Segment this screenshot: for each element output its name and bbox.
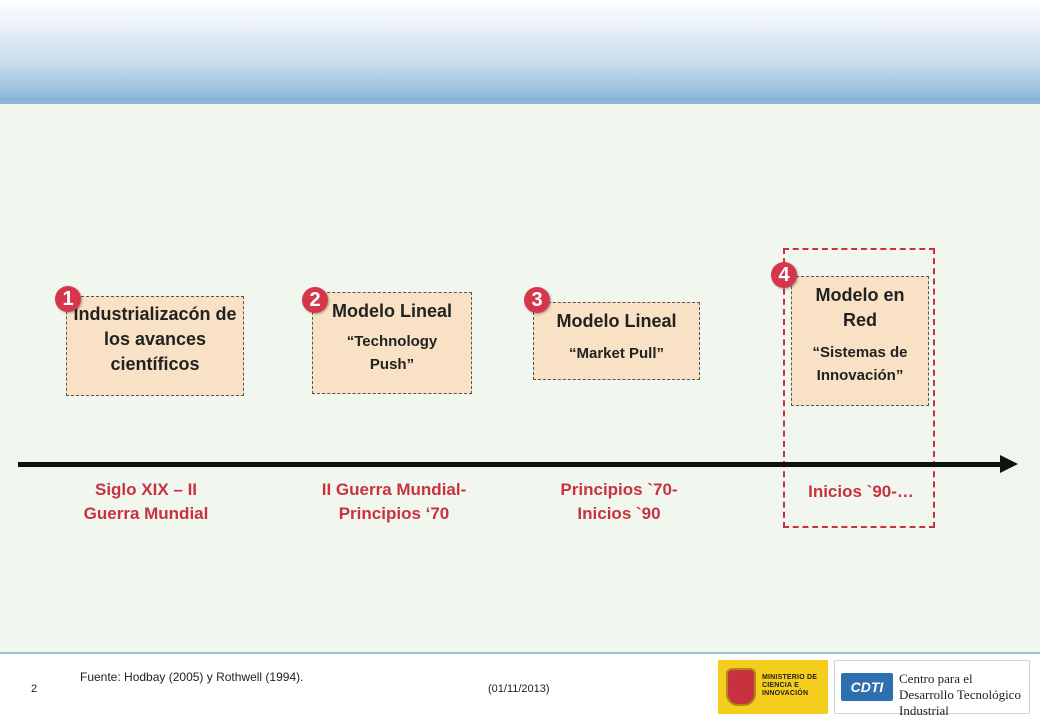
header-divider bbox=[0, 100, 1040, 104]
stage-1-badge: 1 bbox=[55, 286, 81, 312]
stage-2-title: Modelo Lineal bbox=[331, 301, 452, 321]
highlight-frame bbox=[783, 248, 935, 528]
stage-4-box: Modelo en Red “Sistemas de Innovación” bbox=[791, 276, 929, 406]
timeline-arrow bbox=[18, 462, 1004, 467]
stage-1-title: Industrializacón de los avances científi… bbox=[73, 304, 237, 374]
stage-2-subtitle: “Technology Push” bbox=[346, 333, 438, 373]
stage-4-badge: 4 bbox=[771, 262, 797, 288]
period-3: Principios `70- Inicios `90 bbox=[560, 480, 678, 523]
stage-2-box: Modelo Lineal “Technology Push” bbox=[312, 292, 472, 394]
page-number: 2 bbox=[31, 683, 38, 695]
slide-date: (01/11/2013) bbox=[488, 683, 550, 695]
source-note: Fuente: Hodbay (2005) y Rothwell (1994). bbox=[80, 670, 304, 684]
header-band bbox=[0, 0, 1040, 104]
stage-3-subtitle: “Market Pull” bbox=[568, 345, 665, 362]
period-1: Siglo XIX – II Guerra Mundial bbox=[83, 480, 209, 523]
timeline-arrowhead bbox=[1000, 455, 1018, 473]
stage-2-badge: 2 bbox=[302, 287, 328, 313]
period-4: Inicios `90-… bbox=[808, 482, 914, 501]
coat-of-arms-icon bbox=[726, 668, 756, 706]
stage-3-box: Modelo Lineal “Market Pull” bbox=[533, 302, 700, 380]
stage-1-box: Industrializacón de los avances científi… bbox=[66, 296, 244, 396]
cdti-logo: CDTI Centro para el Desarrollo Tecnológi… bbox=[834, 660, 1030, 718]
stage-3-title: Modelo Lineal bbox=[556, 311, 677, 331]
period-2: II Guerra Mundial- Principios ‘70 bbox=[321, 480, 467, 523]
ministry-logo-text: MINISTERIO DE CIENCIA E INNOVACIÓN bbox=[762, 674, 818, 697]
ministry-logo: MINISTERIO DE CIENCIA E INNOVACIÓN bbox=[718, 660, 828, 714]
stage-3-badge: 3 bbox=[524, 287, 550, 313]
stage-4-title: Modelo en Red bbox=[815, 285, 905, 330]
footer-divider bbox=[0, 652, 1040, 654]
stage-4-subtitle: “Sistemas de Innovación” bbox=[812, 344, 908, 384]
cdti-logo-mark: CDTI bbox=[841, 673, 893, 701]
cdti-name: Centro para el Desarrollo Tecnológico In… bbox=[899, 671, 1021, 718]
